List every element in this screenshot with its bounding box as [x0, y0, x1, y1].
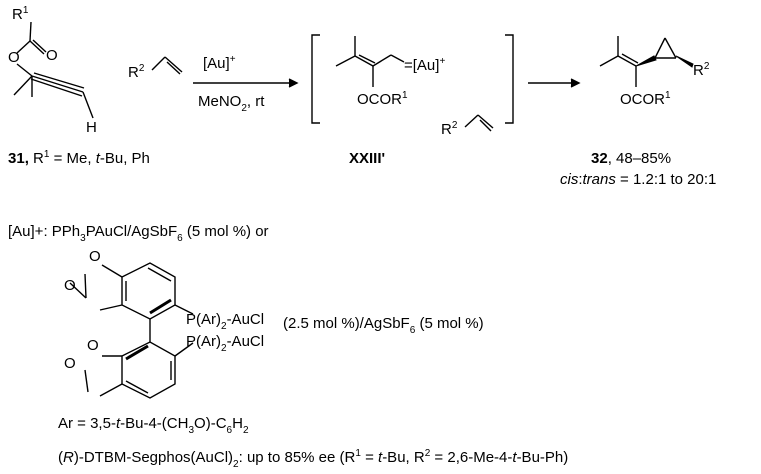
ar-definition: Ar = 3,5-t-Bu-4-(CH3O)-C6H2: [58, 415, 249, 436]
alkene-structure: R2: [128, 56, 183, 81]
product-r2-label: R2: [693, 61, 710, 79]
phosphine-top: P(Ar)2-AuCl: [186, 311, 264, 332]
dioxole-o-3: O: [87, 337, 99, 354]
phosphine-bottom: P(Ar)2-AuCl: [186, 333, 264, 354]
intermediate-structure: [335, 36, 405, 87]
gold-carbenoid-label: =[Au]+: [404, 56, 445, 74]
enantioselective-note: (R)-DTBM-Segphos(AuCl)2: up to 85% ee (R…: [58, 448, 568, 470]
cyclopropane-product-structure: [599, 36, 694, 87]
carbonyl-o: O: [46, 47, 58, 64]
dioxole-o-4: O: [64, 355, 76, 372]
h-label: H: [86, 119, 97, 136]
segphos-structure: O O O O: [64, 248, 194, 399]
product-dr: cis:trans = 1.2:1 to 20:1: [560, 171, 716, 188]
solvent-label: MeNO2, rt: [198, 93, 265, 114]
alkene-r2-label: R2: [128, 63, 145, 81]
intermediate-label: XXIII': [349, 150, 385, 167]
intermediate-bracket: [311, 34, 514, 124]
propargyl-ester-structure: R1 O O H: [8, 5, 97, 136]
product-ester-label: OCOR1: [620, 90, 671, 108]
dioxole-o-2: O: [64, 277, 76, 294]
sm-caption: 31, R1 = Me, t-Bu, Ph: [8, 149, 150, 167]
catalyst-line: [Au]+: PPh3PAuCl/AgSbF6 (5 mol %) or: [8, 223, 269, 244]
catalyst-loading: (2.5 mol %)/AgSbF6 (5 mol %): [283, 315, 484, 336]
int-alkene-r2: R2: [441, 120, 458, 138]
ester-o: O: [8, 49, 20, 66]
r1-label: R1: [12, 5, 29, 23]
product-caption: 32, 48–85%: [591, 150, 671, 167]
catalyst-label: [Au]+: [203, 54, 236, 72]
int-ester-label: OCOR1: [357, 90, 408, 108]
dioxole-o-1: O: [89, 248, 101, 265]
bond: [29, 21, 32, 42]
